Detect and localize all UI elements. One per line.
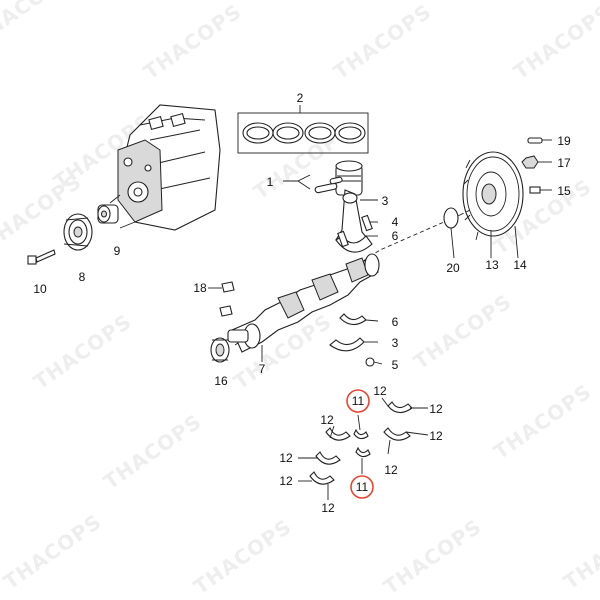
callout-12: 12: [429, 429, 443, 443]
callout-4: 4: [392, 215, 399, 229]
piston-assembly: [283, 160, 363, 196]
watermark: THACOPS: [0, 509, 106, 594]
callout-12: 12: [384, 463, 398, 477]
crankshaft-pulley: [63, 213, 93, 251]
watermark: THACOPS: [189, 514, 296, 599]
callout-12: 12: [373, 384, 387, 398]
callout-1: 1: [267, 175, 274, 189]
callout-19: 19: [557, 134, 571, 148]
flywheel-seal: [443, 207, 459, 259]
callout-10: 10: [33, 282, 47, 296]
flywheel: [462, 151, 524, 259]
main-bearing-set: [298, 397, 429, 500]
callout-3: 3: [382, 194, 389, 208]
callout-16: 16: [214, 374, 228, 388]
pulley-bolt: [27, 249, 56, 265]
callout-20: 20: [446, 261, 460, 275]
callout-9: 9: [114, 244, 121, 258]
callout-12: 12: [320, 413, 334, 427]
woodruff-keys: [208, 281, 235, 317]
callout-13: 13: [485, 258, 499, 272]
flywheel-fasteners: [459, 137, 552, 216]
callout-8: 8: [79, 270, 86, 284]
watermark: THACOPS: [409, 289, 516, 374]
callout-12: 12: [429, 402, 443, 416]
callout-6: 6: [392, 229, 399, 243]
watermark: THACOPS: [329, 0, 436, 84]
watermark: THACOPS: [0, 0, 76, 49]
callout-15: 15: [557, 184, 571, 198]
rod-bearing-set: [329, 313, 383, 367]
callout-17: 17: [557, 156, 571, 170]
watermark: THACOPS: [559, 509, 600, 594]
callout-11: 11: [352, 394, 365, 408]
watermark: THACOPS: [139, 0, 246, 84]
watermark: THACOPS: [509, 0, 600, 84]
callout-12: 12: [279, 451, 293, 465]
callout-3: 3: [392, 336, 399, 350]
watermark: THACOPS: [99, 409, 206, 494]
callout-14: 14: [513, 258, 527, 272]
callout-2: 2: [297, 91, 304, 105]
callout-labels: 2 1 3 4 6 6 3 5 7 8 9 10 18 16 20 13 14 …: [33, 91, 571, 515]
callout-5: 5: [392, 358, 399, 372]
crankshaft-hub: [97, 204, 119, 224]
watermark: THACOPS: [379, 514, 486, 599]
crankshaft-gear: [210, 337, 230, 363]
highlight-circle: [346, 389, 370, 413]
callout-12: 12: [321, 501, 335, 515]
callout-6: 6: [392, 315, 399, 329]
callout-18: 18: [193, 281, 207, 295]
piston-ring-set: [237, 105, 369, 154]
callout-11: 11: [356, 480, 369, 494]
callout-7: 7: [259, 362, 266, 376]
engine-block-illustration: [109, 104, 221, 231]
highlight-circle: [350, 475, 374, 499]
crankshaft: [227, 214, 461, 362]
connecting-rod: [335, 189, 378, 253]
watermark: THACOPS: [29, 309, 136, 394]
callout-12: 12: [279, 474, 293, 488]
watermark: THACOPS: [489, 379, 596, 464]
